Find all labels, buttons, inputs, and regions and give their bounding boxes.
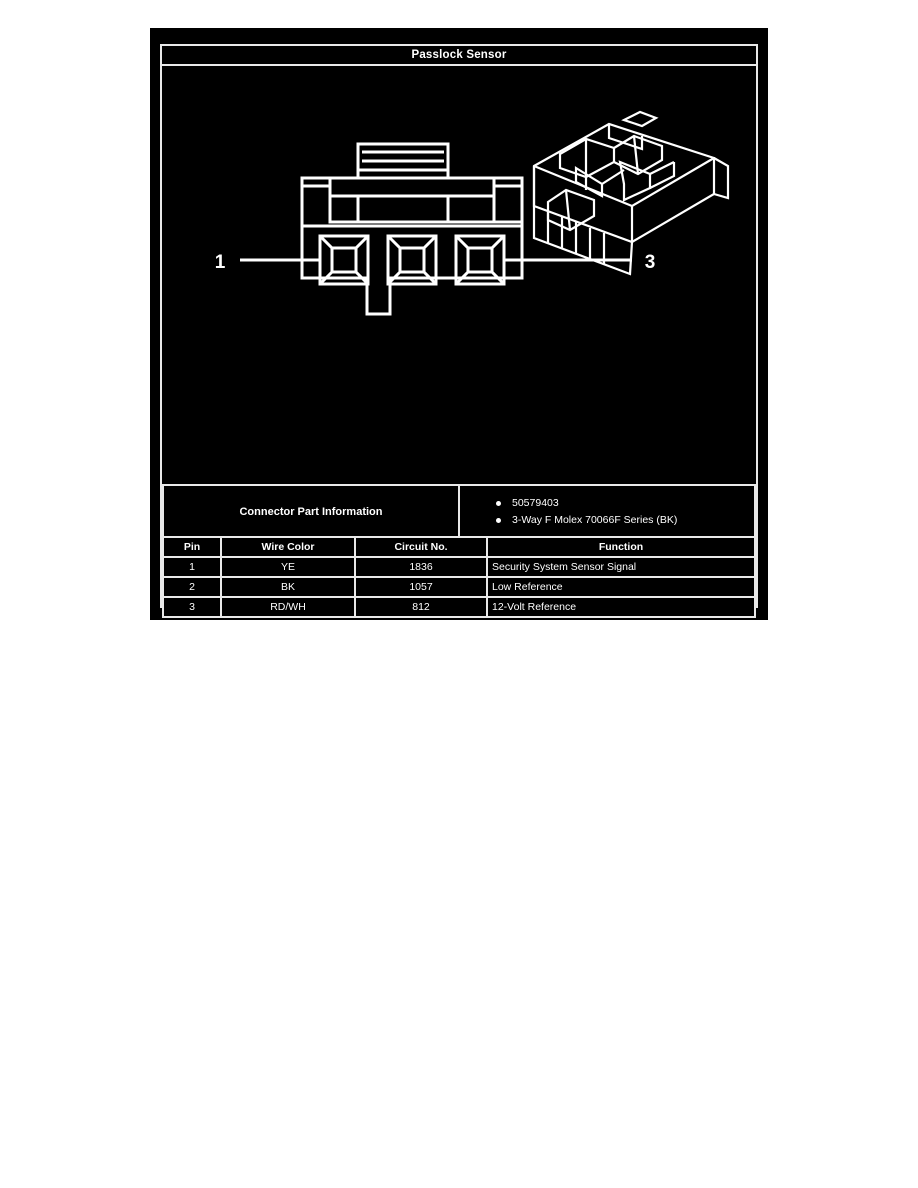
cell-wire-color: YE <box>220 556 356 578</box>
connector-isometric-view <box>532 110 730 276</box>
diagram-sheet: Passlock Sensor <box>160 44 758 618</box>
cell-circuit-no: 1057 <box>354 576 488 598</box>
title-bar: Passlock Sensor <box>162 46 756 66</box>
cell-function: 12-Volt Reference <box>486 596 756 618</box>
cell-circuit-no: 812 <box>354 596 488 618</box>
connector-part-information-label: Connector Part Information <box>162 484 460 540</box>
connector-part-information-table: Connector Part Information 50579403 3-Wa… <box>162 484 756 540</box>
cell-wire-color: BK <box>220 576 356 598</box>
connector-part-information-values: 50579403 3-Way F Molex 70066F Series (BK… <box>458 484 756 540</box>
cell-wire-color: RD/WH <box>220 596 356 618</box>
terminal-cavity-1 <box>318 234 370 286</box>
cell-function: Low Reference <box>486 576 756 598</box>
column-header-pin: Pin <box>162 536 222 558</box>
terminal-cavity-2 <box>386 234 438 286</box>
cell-function: Security System Sensor Signal <box>486 556 756 578</box>
diagram-plate: Passlock Sensor <box>150 28 768 620</box>
connector-drawing-area: 1 3 <box>162 66 756 484</box>
cell-pin: 2 <box>162 576 222 598</box>
pin-table-header-row: Pin Wire Color Circuit No. Function <box>162 536 756 558</box>
pin-1-callout: 1 <box>215 252 226 273</box>
connector-part-information-row: Connector Part Information 50579403 3-Wa… <box>162 484 756 540</box>
pin-3-callout: 3 <box>645 252 656 273</box>
table-row: 2 BK 1057 Low Reference <box>162 576 756 598</box>
connector-description: 3-Way F Molex 70066F Series (BK) <box>496 512 754 529</box>
pin-table: Pin Wire Color Circuit No. Function 1 YE… <box>162 536 756 618</box>
cell-pin: 1 <box>162 556 222 578</box>
connector-face-view <box>300 142 524 316</box>
column-header-circuit-no: Circuit No. <box>354 536 488 558</box>
column-header-function: Function <box>486 536 756 558</box>
table-row: 1 YE 1836 Security System Sensor Signal <box>162 556 756 578</box>
cell-circuit-no: 1836 <box>354 556 488 578</box>
page-title: Passlock Sensor <box>411 49 507 61</box>
table-row: 3 RD/WH 812 12-Volt Reference <box>162 596 756 618</box>
column-header-wire-color: Wire Color <box>220 536 356 558</box>
connector-part-number: 50579403 <box>496 495 754 512</box>
cell-pin: 3 <box>162 596 222 618</box>
